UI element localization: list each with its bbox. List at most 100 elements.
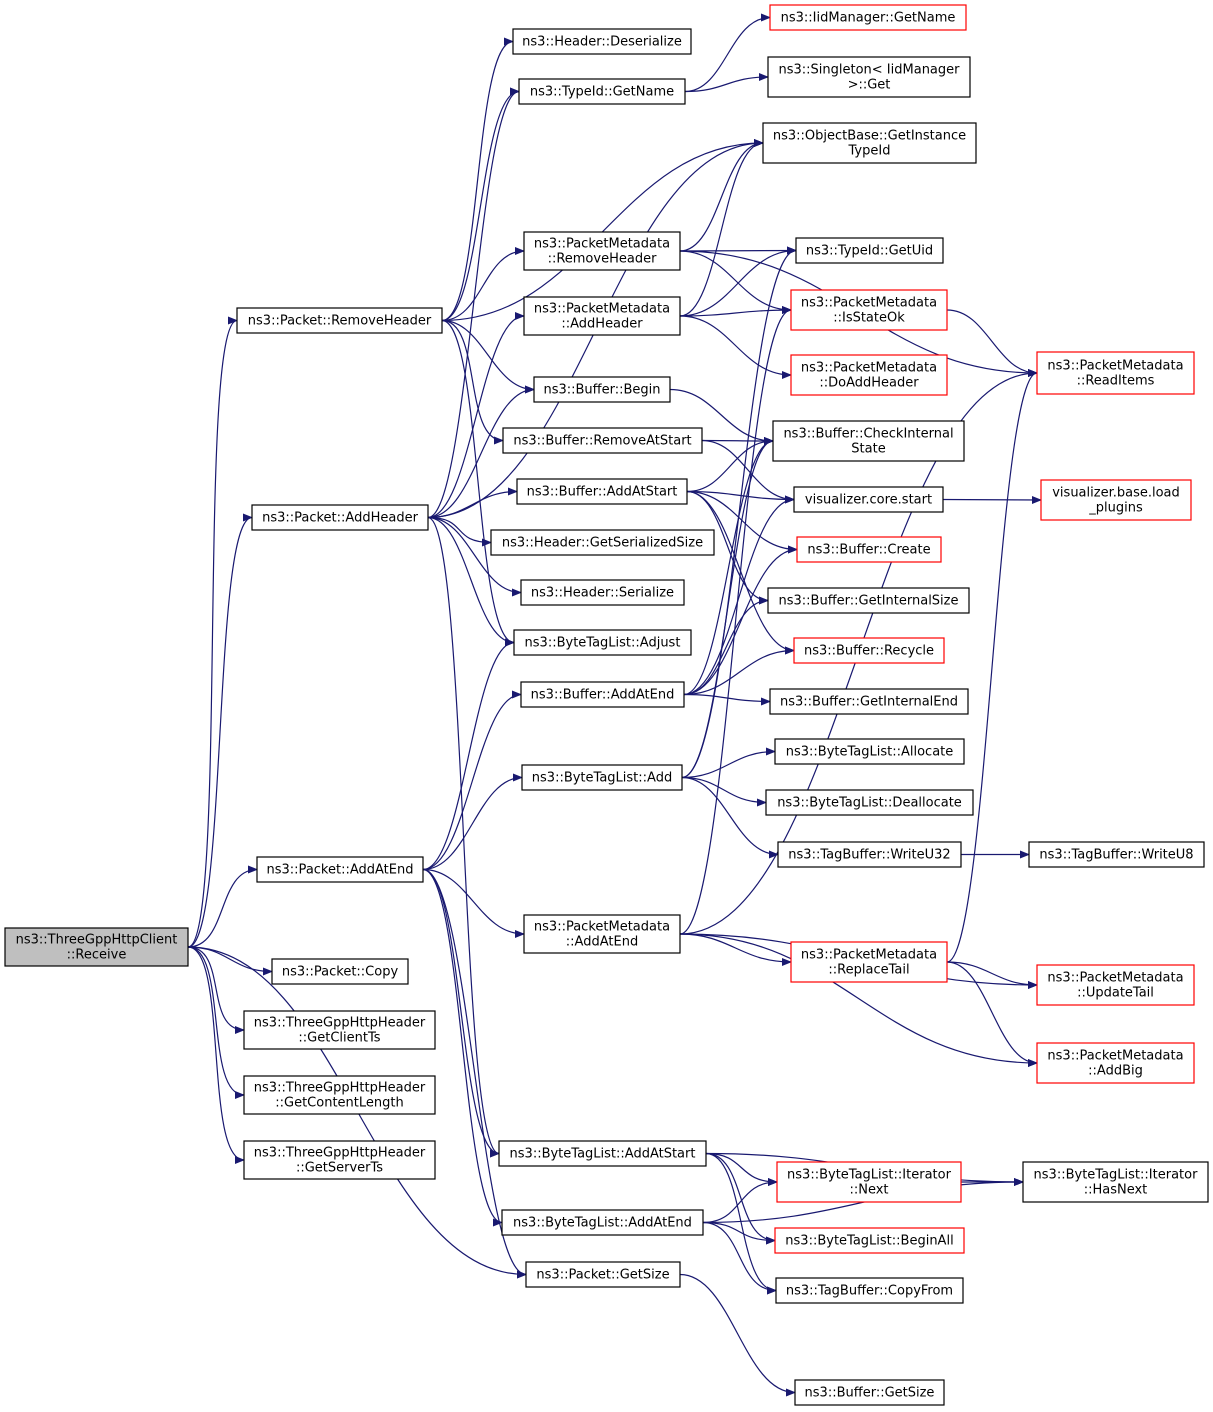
node-label: ns3::TypeId::GetName	[530, 85, 674, 100]
node-viscorestart[interactable]: visualizer.core.start	[793, 486, 944, 513]
node-box	[790, 941, 948, 983]
node-label: ::DoAddHeader	[819, 376, 919, 391]
node-bufbegin[interactable]: ns3::Buffer::Begin	[533, 376, 671, 403]
node-label: ns3::Packet::AddHeader	[262, 511, 418, 526]
node-label: ns3::Buffer::Create	[807, 543, 930, 558]
node-pmreaditems[interactable]: ns3::PacketMetadata::ReadItems	[1036, 351, 1195, 395]
node-getsize[interactable]: ns3::Packet::GetSize	[525, 1261, 681, 1288]
node-addheader[interactable]: ns3::Packet::AddHeader	[251, 504, 429, 531]
node-box	[772, 420, 965, 462]
node-getcontentlength[interactable]: ns3::ThreeGppHttpHeader::GetContentLengt…	[243, 1075, 436, 1115]
edge-pmaddheader-to-typeidgetuid	[679, 246, 797, 317]
node-btliterhasnext[interactable]: ns3::ByteTagList::Iterator::HasNext	[1022, 1161, 1209, 1203]
node-label: ::IsStateOk	[833, 311, 905, 326]
edge-bufaddatend-to-bufcreate	[683, 545, 798, 696]
edge-bufaddatstart-to-bufcheckinternal	[686, 437, 774, 493]
node-box	[765, 789, 974, 816]
node-label: ::ReplaceTail	[828, 963, 909, 978]
node-label: visualizer.core.start	[805, 493, 932, 508]
node-bufaddatend[interactable]: ns3::Buffer::AddAtEnd	[520, 681, 685, 708]
node-box	[243, 1140, 436, 1180]
edge-pmaddheader-to-pmdoaddheader	[679, 315, 792, 379]
node-bufrecycle[interactable]: ns3::Buffer::Recycle	[793, 637, 945, 664]
node-label: ::GetClientTs	[298, 1031, 380, 1046]
node-btladd[interactable]: ns3::ByteTagList::Add	[521, 764, 683, 791]
edge-btladdatstart-to-btliternext	[705, 1152, 778, 1186]
node-btladdatstart[interactable]: ns3::ByteTagList::AddAtStart	[498, 1140, 707, 1167]
node-tbwriteu32[interactable]: ns3::TagBuffer::WriteU32	[777, 841, 962, 868]
node-singletonget[interactable]: ns3::Singleton< IidManager>::Get	[767, 56, 971, 98]
node-label: ns3::Buffer::Recycle	[804, 644, 934, 659]
node-pmdoaddheader[interactable]: ns3::PacketMetadata::DoAddHeader	[790, 354, 948, 396]
node-addatend[interactable]: ns3::Packet::AddAtEnd	[256, 856, 424, 883]
node-box	[512, 28, 692, 55]
node-label: ns3::Buffer::GetInternalEnd	[780, 695, 958, 710]
node-bufremoveatstart[interactable]: ns3::Buffer::RemoveAtStart	[502, 427, 703, 454]
edge-btladd-to-btldeallocate	[681, 776, 767, 807]
node-pmaddheader[interactable]: ns3::PacketMetadata::AddHeader	[523, 296, 681, 336]
node-tbwriteu8[interactable]: ns3::TagBuffer::WriteU8	[1028, 841, 1205, 868]
node-box	[796, 536, 942, 563]
node-btlallocate[interactable]: ns3::ByteTagList::Allocate	[774, 738, 965, 765]
node-box	[523, 914, 681, 954]
node-label: ns3::PacketMetadata	[1047, 1049, 1183, 1064]
node-label: ns3::PacketMetadata	[534, 237, 670, 252]
node-label: ns3::PacketMetadata	[534, 920, 670, 935]
node-box	[490, 529, 715, 556]
node-btliternext[interactable]: ns3::ByteTagList::Iterator::Next	[776, 1161, 962, 1203]
node-pmupdatetail[interactable]: ns3::PacketMetadata::UpdateTail	[1036, 964, 1195, 1006]
node-copy[interactable]: ns3::Packet::Copy	[271, 958, 409, 985]
node-iidgetname[interactable]: ns3::IidManager::GetName	[769, 4, 967, 31]
node-btladjust[interactable]: ns3::ByteTagList::Adjust	[513, 629, 692, 656]
node-label: ns3::ObjectBase::GetInstance	[773, 129, 966, 144]
node-hdrserialize[interactable]: ns3::Header::Serialize	[520, 579, 685, 606]
node-label: ns3::PacketMetadata	[1047, 359, 1183, 374]
node-box	[795, 237, 944, 264]
node-box	[236, 307, 443, 334]
edge-bufaddatend-to-viscorestart	[683, 495, 795, 696]
node-pmreplacetail[interactable]: ns3::PacketMetadata::ReplaceTail	[790, 941, 948, 983]
node-label: ns3::Buffer::CheckInternal	[783, 427, 953, 442]
node-label: ns3::Singleton< IidManager	[778, 63, 960, 78]
node-box	[793, 486, 944, 513]
node-getserverts[interactable]: ns3::ThreeGppHttpHeader::GetServerTs	[243, 1140, 436, 1180]
node-typeidgetuid[interactable]: ns3::TypeId::GetUid	[795, 237, 944, 264]
node-typeidgetname[interactable]: ns3::TypeId::GetName	[518, 78, 686, 105]
node-pmisstateok[interactable]: ns3::PacketMetadata::IsStateOk	[790, 289, 948, 331]
node-btladdatend[interactable]: ns3::ByteTagList::AddAtEnd	[501, 1209, 704, 1236]
node-bufgetinternalsize[interactable]: ns3::Buffer::GetInternalSize	[767, 587, 970, 614]
node-label: _plugins	[1088, 501, 1143, 516]
edge-bufaddatend-to-bufrecycle	[683, 646, 795, 696]
node-bufgetinternalend[interactable]: ns3::Buffer::GetInternalEnd	[769, 688, 969, 715]
node-tbcopyfrom[interactable]: ns3::TagBuffer::CopyFrom	[775, 1277, 964, 1304]
node-bufcreate[interactable]: ns3::Buffer::Create	[796, 536, 942, 563]
edge-typeidgetname-to-singletonget	[684, 73, 769, 93]
node-label: ns3::Buffer::AddAtStart	[527, 485, 678, 500]
node-label: State	[851, 442, 885, 457]
edge-btladd-to-tbwriteu32	[681, 776, 779, 859]
edge-pmreplacetail-to-pmaddbig	[946, 961, 1038, 1067]
node-hdrdeserialize[interactable]: ns3::Header::Deserialize	[512, 28, 692, 55]
node-box	[1028, 841, 1205, 868]
node-visloadplugins[interactable]: visualizer.base.load_plugins	[1040, 479, 1192, 521]
node-bufgetsize[interactable]: ns3::Buffer::GetSize	[794, 1379, 945, 1406]
node-bufaddatstart[interactable]: ns3::Buffer::AddAtStart	[516, 478, 688, 505]
node-hdrgetserializedsize[interactable]: ns3::Header::GetSerializedSize	[490, 529, 715, 556]
node-btlbeginall[interactable]: ns3::ByteTagList::BeginAll	[774, 1227, 965, 1254]
node-pmaddbig[interactable]: ns3::PacketMetadata::AddBig	[1036, 1042, 1195, 1084]
node-label: ns3::PacketMetadata	[801, 296, 937, 311]
edge-pmremoveheader-to-getinstancetypeid	[679, 139, 764, 252]
edge-btladd-to-typeidgetuid	[681, 246, 797, 779]
node-btldeallocate[interactable]: ns3::ByteTagList::Deallocate	[765, 789, 974, 816]
node-box	[523, 296, 681, 336]
node-removeheader[interactable]: ns3::Packet::RemoveHeader	[236, 307, 443, 334]
edge-pmaddheader-to-pmisstateok	[679, 306, 792, 317]
node-box	[776, 1161, 962, 1203]
node-pmaddatend[interactable]: ns3::PacketMetadata::AddAtEnd	[523, 914, 681, 954]
node-receive[interactable]: ns3::ThreeGppHttpClient::Receive	[4, 927, 189, 967]
node-pmremoveheader[interactable]: ns3::PacketMetadata::RemoveHeader	[523, 231, 681, 271]
node-getclientts[interactable]: ns3::ThreeGppHttpHeader::GetClientTs	[243, 1010, 436, 1050]
edge-btladdatend-to-tbcopyfrom	[702, 1221, 777, 1295]
